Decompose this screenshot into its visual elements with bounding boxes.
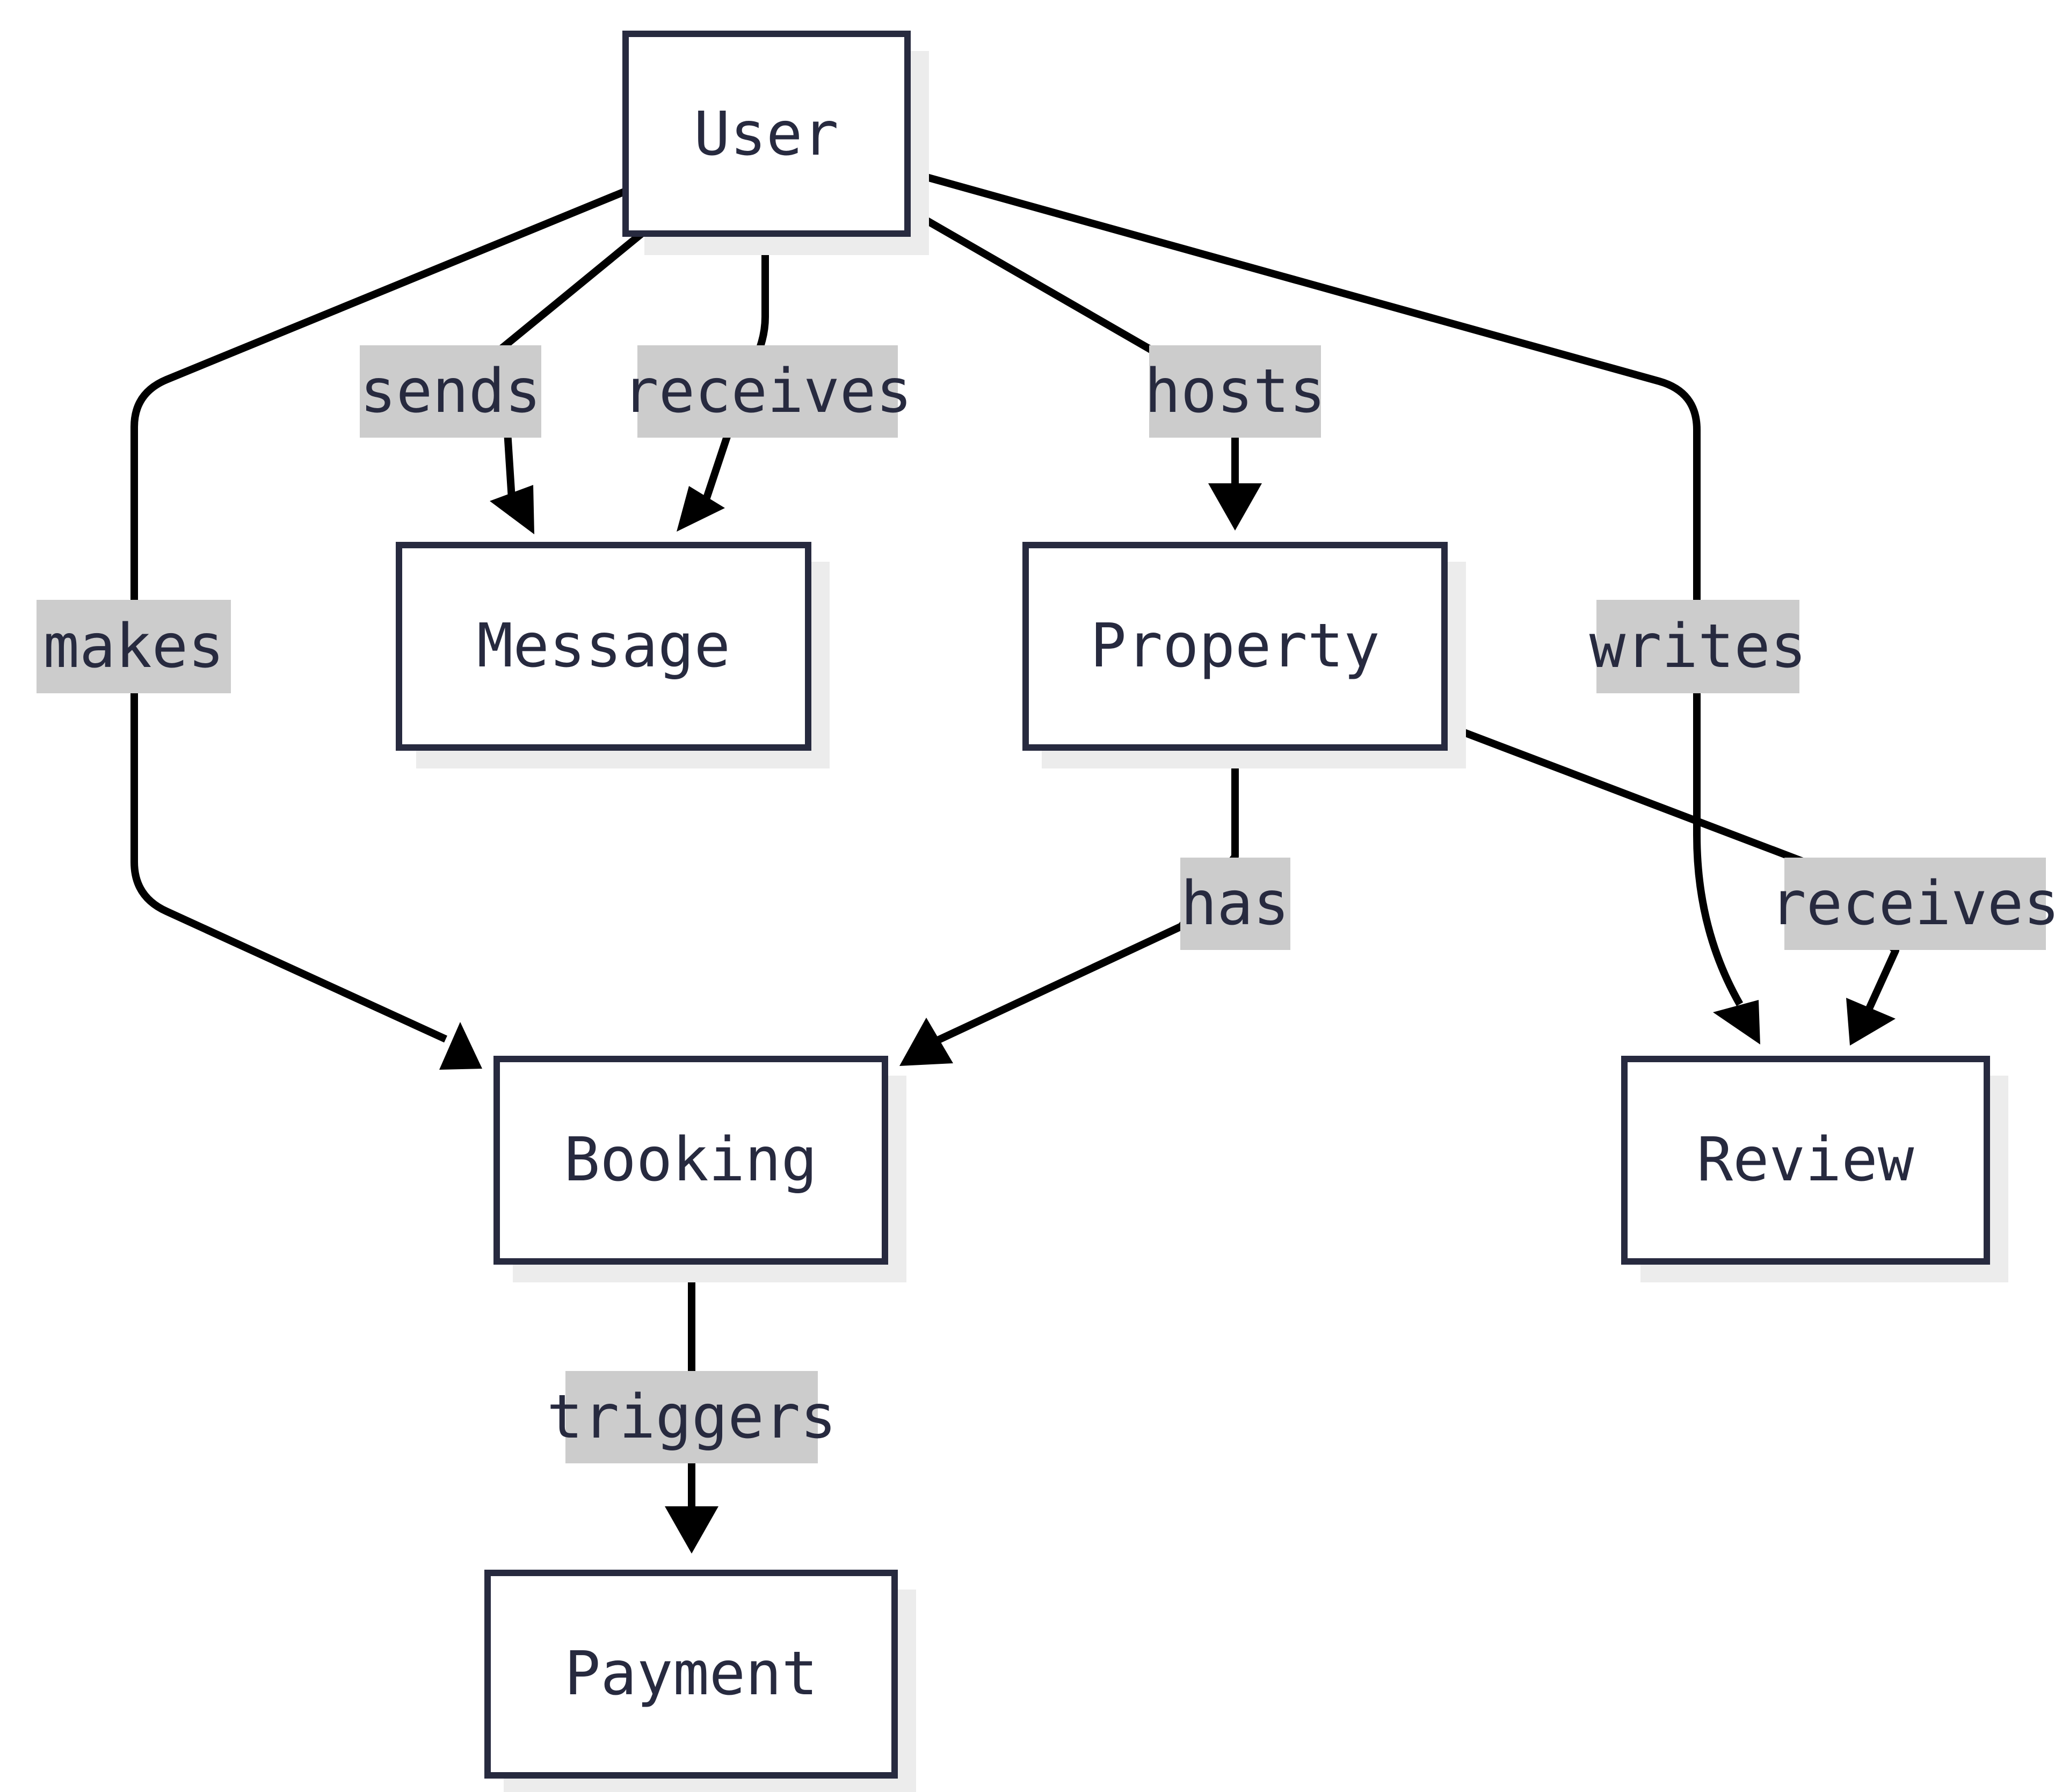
arrowhead-makes — [439, 1022, 482, 1070]
edge-label-triggers-text: triggers — [547, 1382, 836, 1452]
node-message-label: Message — [477, 611, 730, 681]
edge-label-sends: sends — [360, 345, 541, 438]
node-booking[interactable]: Booking — [493, 1056, 906, 1282]
edge-user-makes-booking — [130, 187, 627, 1043]
node-message[interactable]: Message — [396, 542, 830, 768]
edge-label-hosts-text: hosts — [1144, 357, 1325, 426]
edge-label-makes-text: makes — [43, 612, 224, 681]
edge-label-makes: makes — [37, 600, 231, 693]
node-user-label: User — [694, 99, 839, 169]
edge-label-writes-text: writes — [1589, 612, 1807, 681]
edge-label-receives-review: receives — [1770, 858, 2060, 950]
edge-label-sends-text: sends — [360, 357, 541, 426]
node-property-label: Property — [1090, 611, 1379, 681]
edge-label-writes: writes — [1589, 600, 1807, 693]
arrowheads — [439, 483, 1896, 1554]
edge-label-has: has — [1180, 858, 1290, 950]
arrowhead-has — [899, 1018, 953, 1066]
nodes: User Message Property Booking Review Pay… — [396, 31, 2008, 1792]
arrowhead-writes — [1713, 1000, 1760, 1044]
arrowhead-sends — [490, 485, 534, 534]
edge-label-triggers: triggers — [547, 1371, 837, 1463]
node-booking-label: Booking — [564, 1125, 817, 1195]
edge-label-has-text: has — [1181, 869, 1289, 939]
arrowhead-triggers — [665, 1506, 718, 1554]
edge-label-hosts: hosts — [1144, 345, 1326, 438]
node-review[interactable]: Review — [1621, 1056, 2008, 1282]
edge-label-receives-message: receives — [622, 345, 912, 438]
edge-labels: makes sends receives hosts writes has re… — [37, 345, 2060, 1463]
node-payment-label: Payment — [564, 1639, 818, 1709]
arrowhead-receives-message — [677, 486, 725, 532]
edge-label-receives-message-text: receives — [622, 357, 912, 426]
arrowhead-hosts — [1208, 483, 1262, 531]
arrowhead-receives-review — [1846, 998, 1896, 1046]
node-payment[interactable]: Payment — [484, 1570, 916, 1792]
edge-label-receives-review-text: receives — [1770, 869, 2059, 939]
edge-user-writes-review — [906, 168, 1744, 1006]
node-property[interactable]: Property — [1022, 542, 1466, 768]
node-review-label: Review — [1697, 1125, 1914, 1195]
node-user[interactable]: User — [622, 31, 929, 255]
